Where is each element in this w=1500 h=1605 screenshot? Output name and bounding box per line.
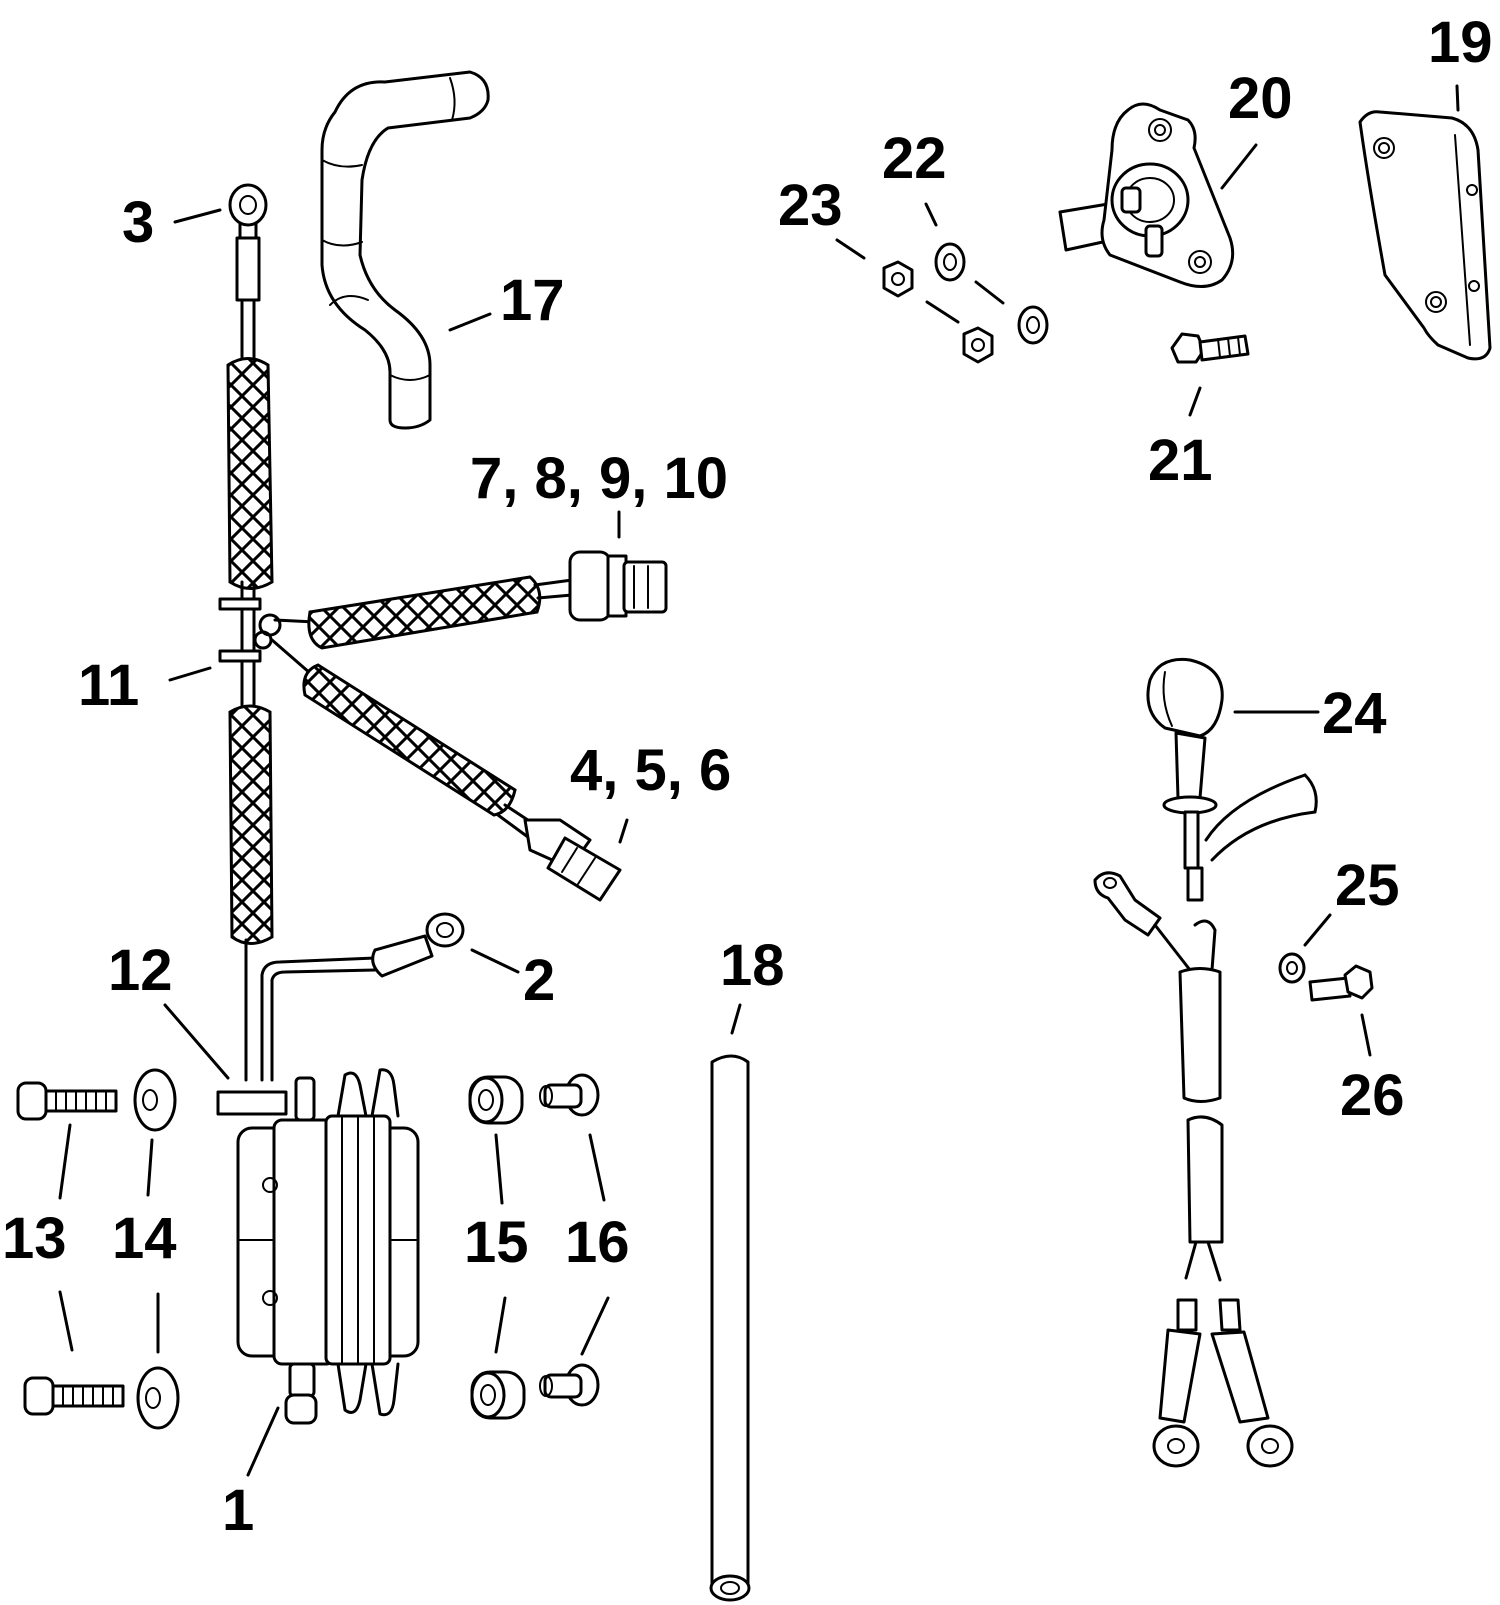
callout-19: 19: [1428, 10, 1493, 75]
callout-15: 15: [464, 1210, 529, 1275]
main-trunk-wires: [218, 580, 282, 717]
bolt-part-21: [1170, 332, 1250, 364]
callout-13: 13: [2, 1206, 67, 1271]
upper-sleeve: [226, 357, 274, 590]
washer-part-14: [133, 1068, 180, 1430]
callout-24: 24: [1322, 681, 1387, 746]
tube-part-18: [709, 1054, 751, 1602]
callout-4-5-6: 4, 5, 6: [570, 738, 731, 803]
nut-part-23: [882, 260, 994, 364]
module-part-1: [216, 1068, 420, 1425]
lower-sleeve: [228, 704, 274, 1082]
callout-18: 18: [720, 933, 785, 998]
ring-terminal-part-2: [260, 912, 465, 1082]
callout-1: 1: [222, 1478, 254, 1543]
callout-labels: 1 2 3 4, 5, 6 7, 8, 9, 10 11 12 13 14 15…: [2, 10, 1493, 1543]
callout-12: 12: [108, 938, 173, 1003]
lock-washer-part-22: [934, 242, 1049, 345]
callout-22: 22: [882, 126, 947, 191]
leader-lines: [58, 84, 1460, 1477]
grommet-part-15: [468, 1075, 526, 1420]
washer-part-25: [1278, 952, 1306, 984]
callout-25: 25: [1335, 853, 1400, 918]
screw-part-13: [16, 1081, 125, 1416]
callout-23: 23: [778, 173, 843, 238]
callout-26: 26: [1340, 1063, 1405, 1128]
cable-part-24: [1093, 657, 1318, 1468]
bracket-part-19: [1358, 110, 1492, 361]
bolt-part-26: [1308, 964, 1374, 1002]
hose-part-17: [320, 70, 490, 430]
callout-20: 20: [1228, 66, 1293, 131]
callout-14: 14: [112, 1206, 177, 1271]
sender-part-20: [1058, 102, 1235, 288]
connector-branch-4-6: [270, 638, 622, 902]
sleeve-part-16: [539, 1073, 600, 1407]
callout-11: 11: [78, 653, 139, 718]
callout-3: 3: [122, 190, 154, 255]
callout-2: 2: [523, 948, 555, 1013]
callout-17: 17: [500, 268, 565, 333]
ring-terminal-part-3: [228, 183, 268, 362]
callout-16: 16: [565, 1210, 630, 1275]
connector-branch-7-10: [273, 550, 668, 650]
callout-21: 21: [1148, 428, 1213, 493]
callout-7-8-9-10: 7, 8, 9, 10: [470, 446, 728, 511]
